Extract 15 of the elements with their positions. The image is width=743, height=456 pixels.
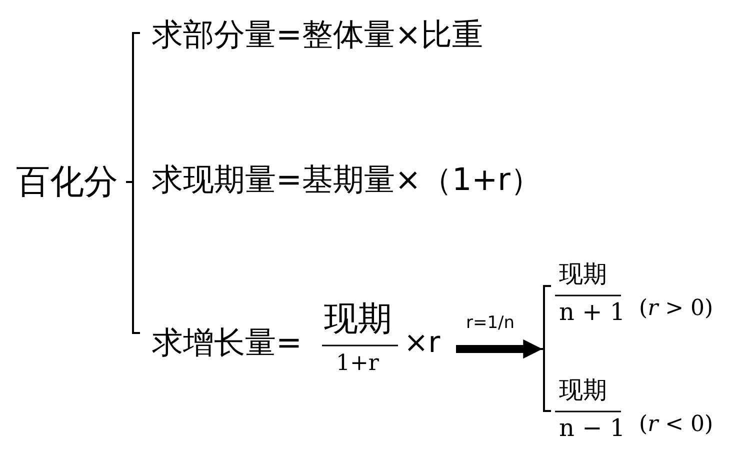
condition-text: (r > 0): [639, 298, 714, 320]
formula-text: ×r: [404, 328, 440, 357]
edge-label: r=1/n: [466, 315, 515, 332]
arrow: [456, 339, 542, 359]
fraction-numerator: 现期: [559, 378, 607, 402]
fraction-denominator: 1+r: [336, 353, 379, 375]
condition-text: (r < 0): [639, 414, 714, 436]
topic-label: 百化分: [16, 165, 118, 199]
fraction-denominator: n + 1: [559, 300, 626, 324]
formula-text: 求现期量=基期量×（1+r）: [152, 165, 542, 196]
formula-text: 求增长量=: [152, 328, 302, 359]
fraction-numerator: 现期: [559, 262, 607, 286]
formula-text: 求部分量=整体量×比重: [152, 20, 483, 51]
fraction-denominator: n − 1: [559, 416, 626, 440]
fraction-numerator: 现期: [324, 302, 392, 336]
